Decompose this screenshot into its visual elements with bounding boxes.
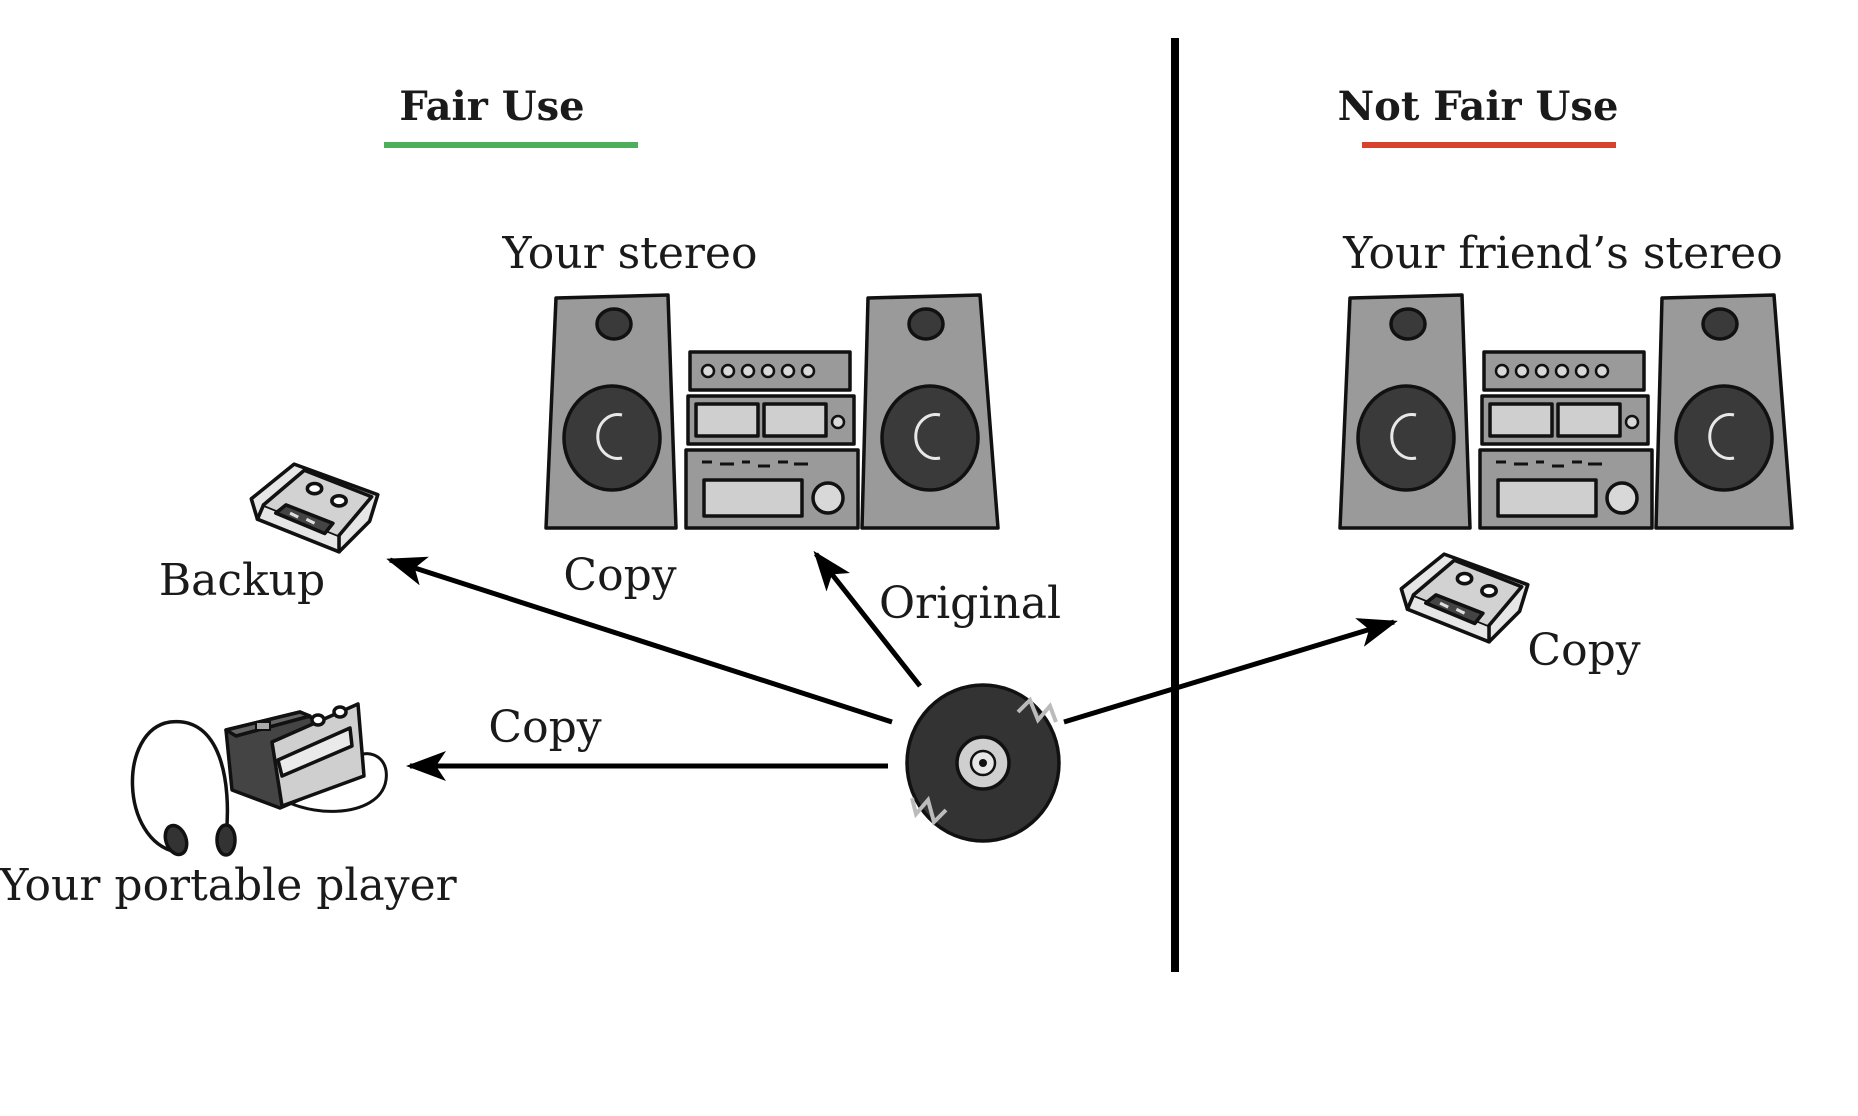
not-fair-use-title: Not Fair Use [1338,83,1619,130]
arrow-to-friend [1063,618,1398,725]
backup-label: Backup [159,555,325,606]
portable-copy-label: Copy [488,702,601,753]
stereo-copy-label: Copy [563,550,676,601]
fair-use-title: Fair Use [399,83,584,130]
arrow-to-backup [386,556,893,725]
backup-cassette-tape-icon [249,462,380,554]
portable-player-label: Your portable player [0,860,458,911]
stereo-system-icon [544,293,1000,530]
friend-copy-cassette-tape-icon [1399,552,1530,644]
vinyl-record-icon [905,683,1061,843]
friends-stereo-label: Your friend’s stereo [1342,228,1782,279]
original-label: Original [879,578,1061,629]
your-stereo-label: Your stereo [502,228,758,279]
friends-stereo-system-icon [1338,293,1794,530]
portable-cassette-player-icon [130,702,388,857]
arrow-to-stereo [813,550,922,688]
friend-copy-label: Copy [1527,625,1640,676]
headphones-icon [130,720,230,854]
